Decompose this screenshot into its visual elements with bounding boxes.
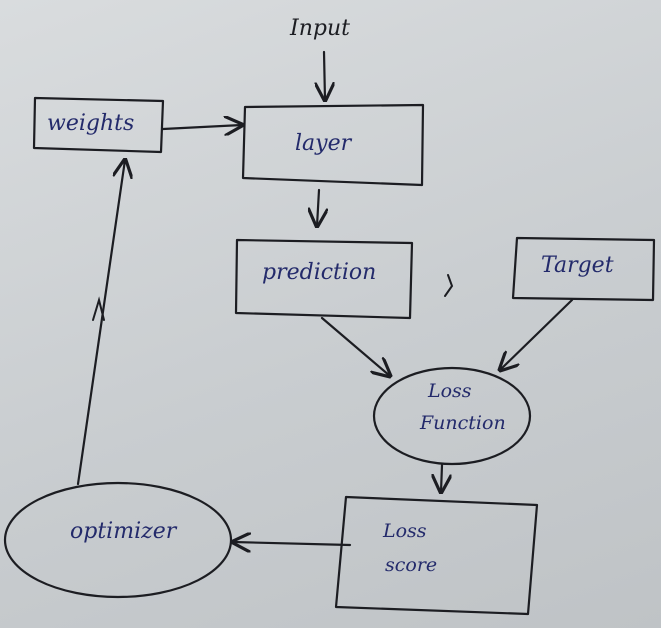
node-loss-function-label-1: Loss <box>428 380 472 402</box>
node-target-label: Target <box>541 253 614 278</box>
loss-score-box <box>334 495 539 616</box>
arrow-weights-to-layer <box>161 125 242 129</box>
arrow-optimizer-to-weights <box>76 160 125 486</box>
target-box <box>511 236 656 302</box>
prediction-box <box>234 238 414 320</box>
arrow-layer-to-prediction <box>317 188 319 226</box>
node-layer-label: layer <box>295 131 352 156</box>
arrow-score-to-optimizer <box>233 542 352 545</box>
tick-mark <box>444 274 454 297</box>
node-loss-score-label-2: score <box>385 554 438 576</box>
node-loss-score-label-1: Loss <box>383 520 427 542</box>
node-loss-function-label-2: Function <box>420 412 506 434</box>
loss-function-ellipse <box>372 366 532 466</box>
node-optimizer-label: optimizer <box>70 519 177 544</box>
arrow-loss-to-score <box>441 463 442 492</box>
node-prediction-label: prediction <box>262 260 377 285</box>
arrow-prediction-to-loss <box>320 316 390 376</box>
weights-box <box>32 96 165 154</box>
node-input-label: Input <box>290 16 350 41</box>
midpoint-arrow-mark <box>92 296 105 321</box>
arrow-input-to-layer <box>324 50 325 100</box>
node-weights-label: weights <box>47 111 135 136</box>
arrow-target-to-loss <box>500 298 574 370</box>
layer-box <box>241 103 425 187</box>
